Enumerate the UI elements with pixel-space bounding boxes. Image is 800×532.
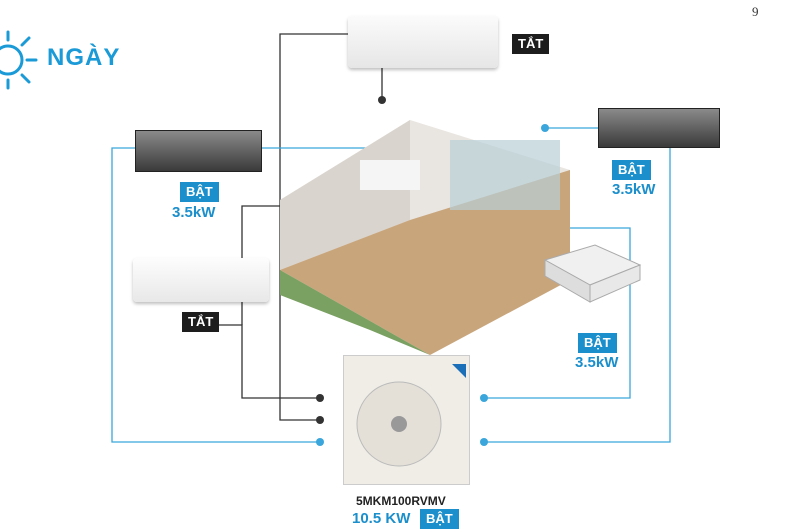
- wall-unit-top: [348, 16, 498, 68]
- status-badge-off: TẮT: [512, 34, 550, 54]
- page-number: 9: [752, 4, 759, 19]
- duct-unit-right: [598, 108, 720, 148]
- sun-icon: [0, 30, 38, 90]
- connection-dot: [378, 96, 386, 104]
- outdoor-unit: [343, 355, 470, 485]
- outdoor-capacity: 10.5 KW: [352, 510, 411, 527]
- connection-dot: [480, 394, 488, 402]
- mode-title: NGÀY: [47, 44, 121, 71]
- status-badge-on: BẬT: [612, 160, 651, 180]
- connection-dot: [316, 416, 324, 424]
- wall-unit-left: [133, 258, 269, 302]
- connection-dot: [316, 438, 324, 446]
- capacity-label: 3.5kW: [575, 354, 619, 371]
- status-badge-off: TẮT: [182, 312, 220, 332]
- capacity-label: 3.5kW: [612, 181, 656, 198]
- connection-dot: [541, 124, 549, 132]
- status-badge-on: BẬT: [578, 333, 617, 353]
- connection-dot: [316, 394, 324, 402]
- capacity-label: 3.5kW: [172, 204, 216, 221]
- cassette-unit: [543, 244, 642, 303]
- status-badge-on: BẬT: [180, 182, 219, 202]
- outdoor-model: 5MKM100RVMV: [356, 494, 446, 508]
- connection-dot: [480, 438, 488, 446]
- house-illustration: [280, 120, 570, 355]
- duct-unit-left: [135, 130, 262, 172]
- outdoor-status-badge: BẬT: [420, 509, 459, 529]
